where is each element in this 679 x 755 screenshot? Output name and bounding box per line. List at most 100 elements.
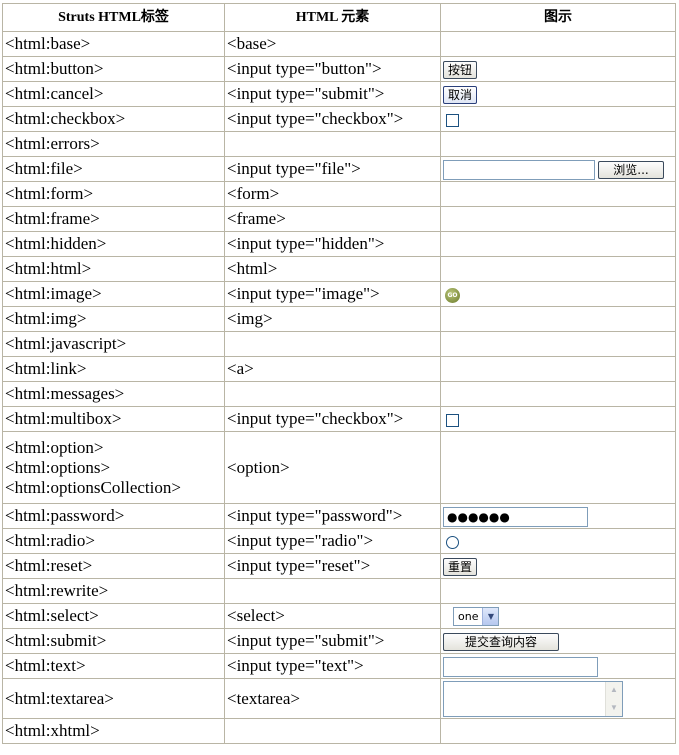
- tag-cell: <html:img>: [2, 306, 225, 332]
- element-cell: <option>: [224, 431, 441, 504]
- demo-cell: [440, 718, 676, 744]
- header-struts-tag: Struts HTML标签: [2, 3, 225, 32]
- demo-cell: [440, 331, 676, 357]
- element-cell: <input type="password">: [224, 503, 441, 529]
- scroll-up-icon[interactable]: ▲: [610, 685, 618, 694]
- scroll-down-icon[interactable]: ▼: [610, 703, 618, 712]
- demo-browse-button[interactable]: 浏览...: [598, 160, 664, 179]
- element-cell: <input type="radio">: [224, 528, 441, 554]
- tag-cell: <html:messages>: [2, 381, 225, 407]
- demo-cell: 取消: [440, 81, 676, 107]
- demo-button[interactable]: 按钮: [443, 61, 478, 80]
- demo-cell: [440, 381, 676, 407]
- demo-cell: [440, 106, 676, 132]
- tag-option: <html:option>: [5, 437, 104, 457]
- demo-cell: [440, 653, 676, 679]
- tag-cell: <html:image>: [2, 281, 225, 307]
- tag-cell: <html:form>: [2, 181, 225, 207]
- tag-cell: <html:text>: [2, 653, 225, 679]
- table-row: <html:hidden> <input type="hidden">: [2, 231, 676, 257]
- element-cell: [224, 578, 441, 604]
- demo-cell: [440, 528, 676, 554]
- tag-cell: <html:cancel>: [2, 81, 225, 107]
- demo-cell: 浏览...: [440, 156, 676, 182]
- demo-cancel-button[interactable]: 取消: [443, 86, 478, 105]
- element-cell: <input type="image">: [224, 281, 441, 307]
- table-row: <html:img> <img>: [2, 306, 676, 332]
- element-cell: <a>: [224, 356, 441, 382]
- struts-tag-table: Struts HTML标签 HTML 元素 图示 <html:base> <ba…: [2, 3, 676, 744]
- element-cell: <input type="text">: [224, 653, 441, 679]
- element-cell: [224, 381, 441, 407]
- table-row: <html:text> <input type="text">: [2, 653, 676, 679]
- element-cell: <frame>: [224, 206, 441, 232]
- demo-select[interactable]: one▼: [453, 607, 500, 627]
- element-cell: <input type="checkbox">: [224, 106, 441, 132]
- demo-radio[interactable]: [446, 535, 459, 549]
- table-row: <html:base> <base>: [2, 31, 676, 57]
- table-row: <html:javascript>: [2, 331, 676, 357]
- header-html-element: HTML 元素: [224, 3, 441, 32]
- table-row: <html:password> <input type="password"> …: [2, 503, 676, 529]
- element-cell: [224, 718, 441, 744]
- demo-cell: ●●●●●●: [440, 503, 676, 529]
- demo-submit-button[interactable]: 提交查询内容: [443, 633, 559, 652]
- tag-cell: <html:rewrite>: [2, 578, 225, 604]
- tag-cell: <html:radio>: [2, 528, 225, 554]
- demo-cell: [440, 431, 676, 504]
- table-row: <html:submit> <input type="submit"> 提交查询…: [2, 628, 676, 654]
- tag-cell: <html:link>: [2, 356, 225, 382]
- demo-cell: [440, 231, 676, 257]
- tag-cell: <html:reset>: [2, 553, 225, 579]
- element-cell: <html>: [224, 256, 441, 282]
- table-row: <html:button> <input type="button"> 按钮: [2, 56, 676, 82]
- tag-cell: <html:frame>: [2, 206, 225, 232]
- table-row: <html:option> <html:options> <html:optio…: [2, 431, 676, 504]
- table-row: <html:radio> <input type="radio">: [2, 528, 676, 554]
- demo-cell: [440, 206, 676, 232]
- demo-cell: [440, 31, 676, 57]
- tag-cell: <html:html>: [2, 256, 225, 282]
- demo-cell: [440, 256, 676, 282]
- table-row: <html:errors>: [2, 131, 676, 157]
- tag-cell: <html:select>: [2, 603, 225, 629]
- tag-cell: <html:errors>: [2, 131, 225, 157]
- demo-text-input[interactable]: [443, 656, 598, 677]
- header-row: Struts HTML标签 HTML 元素 图示: [2, 3, 676, 32]
- demo-cell: [440, 356, 676, 382]
- table-row: <html:select> <select> one▼: [2, 603, 676, 629]
- demo-checkbox[interactable]: [446, 113, 459, 127]
- demo-password-input[interactable]: ●●●●●●: [443, 506, 588, 527]
- element-cell: <input type="submit">: [224, 628, 441, 654]
- tag-cell: <html:checkbox>: [2, 106, 225, 132]
- demo-file-input[interactable]: [443, 159, 595, 180]
- demo-cell: ▲▼: [440, 678, 676, 719]
- element-cell: [224, 131, 441, 157]
- table-row: <html:html> <html>: [2, 256, 676, 282]
- tag-cell: <html:password>: [2, 503, 225, 529]
- tag-cell: <html:textarea>: [2, 678, 225, 719]
- table-row: <html:cancel> <input type="submit"> 取消: [2, 81, 676, 107]
- tag-cell: <html:javascript>: [2, 331, 225, 357]
- demo-reset-button[interactable]: 重置: [443, 558, 478, 577]
- tag-options-collection: <html:optionsCollection>: [5, 477, 181, 497]
- demo-textarea[interactable]: ▲▼: [443, 681, 623, 717]
- demo-cell: 按钮: [440, 56, 676, 82]
- go-image-button-icon[interactable]: GO: [445, 287, 460, 303]
- textarea-scrollbar[interactable]: ▲▼: [605, 682, 622, 716]
- tag-cell: <html:submit>: [2, 628, 225, 654]
- element-cell: <base>: [224, 31, 441, 57]
- header-illustration: 图示: [440, 3, 676, 32]
- element-cell: <input type="checkbox">: [224, 406, 441, 432]
- tag-options: <html:options>: [5, 457, 111, 477]
- demo-cell: 重置: [440, 553, 676, 579]
- table-row: <html:rewrite>: [2, 578, 676, 604]
- table-row: <html:messages>: [2, 381, 676, 407]
- tag-cell: <html:hidden>: [2, 231, 225, 257]
- chevron-down-icon[interactable]: ▼: [482, 608, 499, 626]
- tag-cell: <html:xhtml>: [2, 718, 225, 744]
- demo-multibox-checkbox[interactable]: [446, 413, 459, 427]
- demo-cell: [440, 406, 676, 432]
- demo-cell: one▼: [440, 603, 676, 629]
- demo-cell: [440, 131, 676, 157]
